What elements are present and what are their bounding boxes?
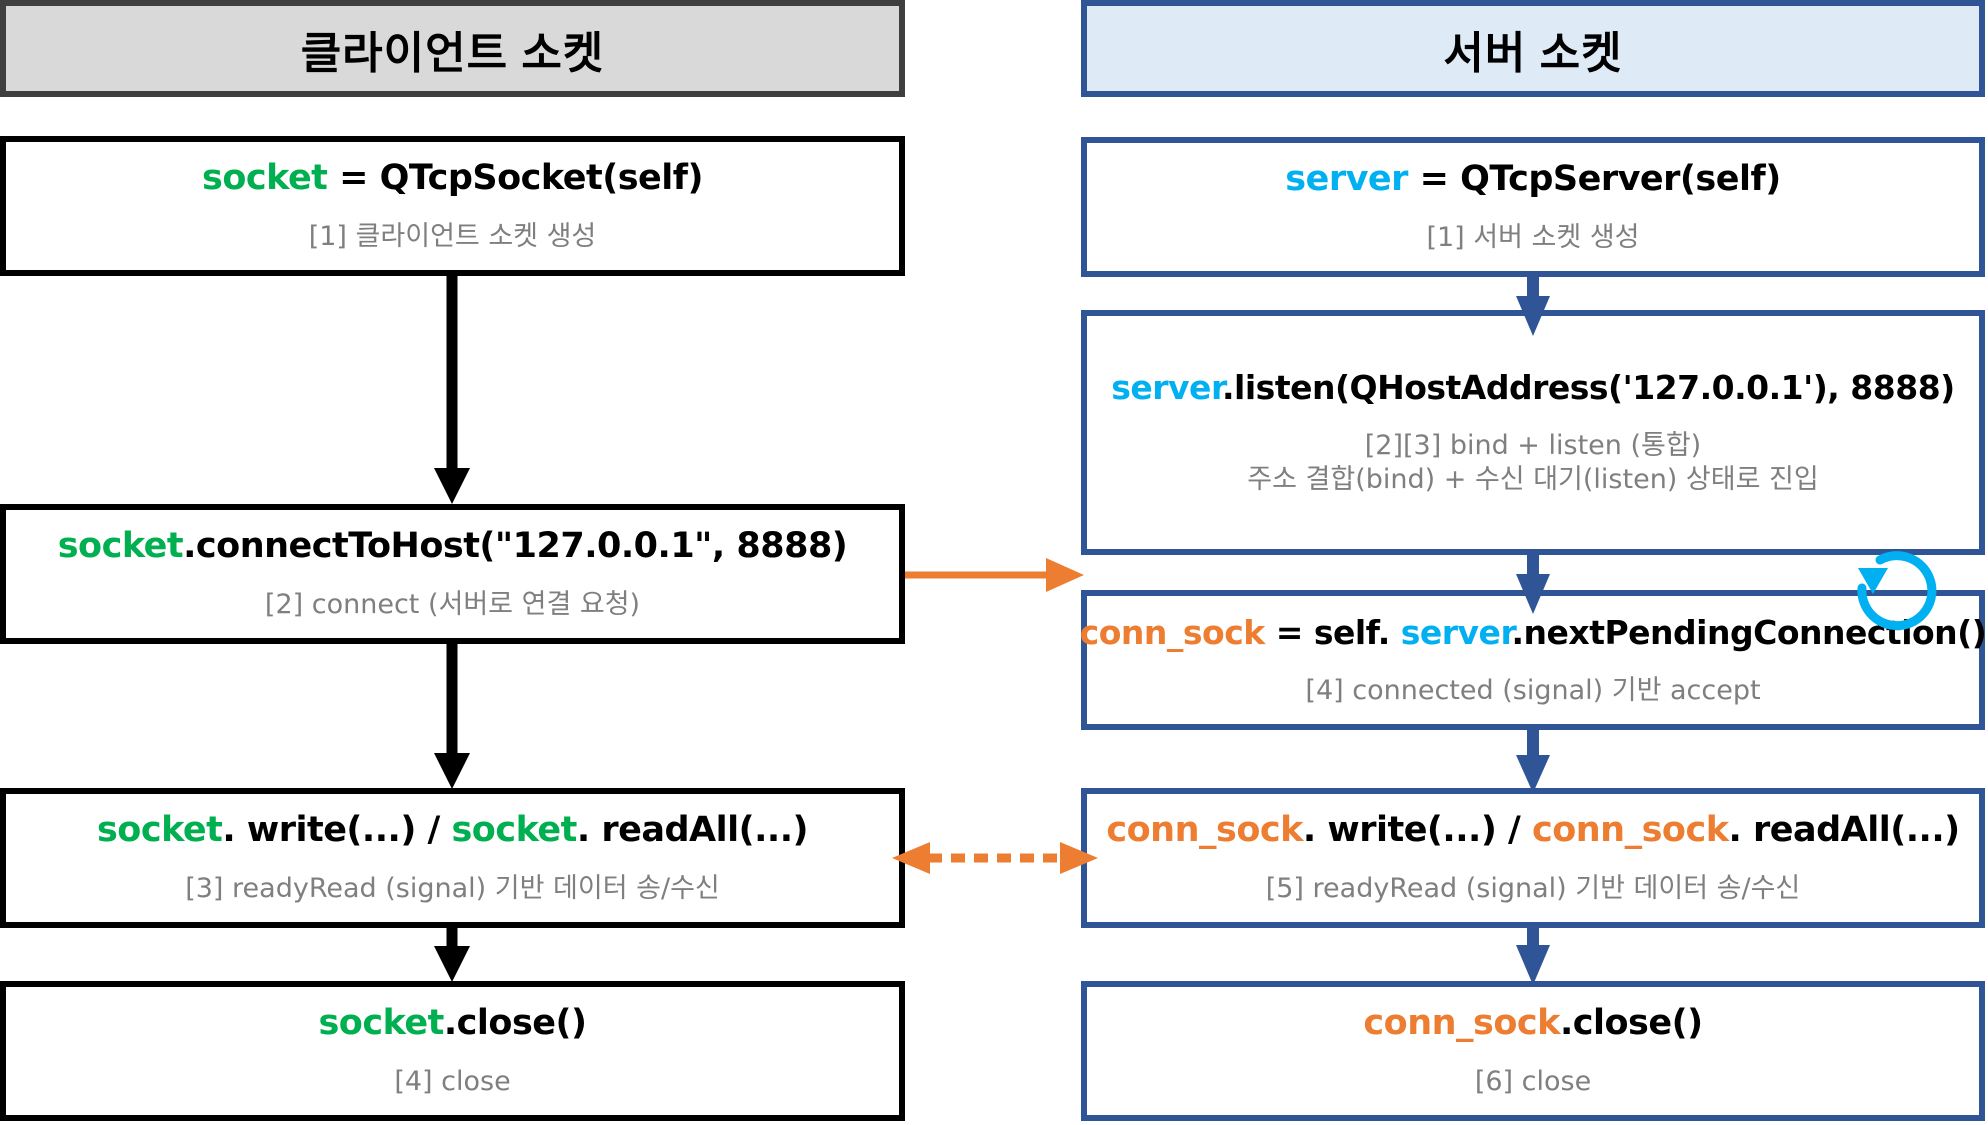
server-step-3-description: [4] connected (signal) 기반 accept xyxy=(1305,674,1761,706)
server-column-title: 서버 소켓 xyxy=(1443,28,1623,78)
server-step-3-variable-b: server xyxy=(1400,612,1512,652)
client-step-2-statement: .connectToHost("127.0.0.1", 8888) xyxy=(183,526,848,566)
client-step-4-variable: socket xyxy=(318,1003,444,1043)
client-step-1-code: socket = QTcpSocket(self) xyxy=(201,158,704,198)
server-step-4-box: conn_sock. write(...) / conn_sock. readA… xyxy=(1081,788,1985,928)
client-step-1-statement: = QTcpSocket(self) xyxy=(327,158,703,198)
server-step-2-statement: .listen(QHostAddress('127.0.0.1'), 8888) xyxy=(1222,368,1955,407)
server-step-4-variable-a: conn_sock xyxy=(1106,810,1303,850)
client-step-1-variable: socket xyxy=(201,158,328,198)
client-step-3-code: socket. write(...) / socket. readAll(...… xyxy=(96,810,809,850)
server-step-5-code: conn_sock.close() xyxy=(1363,1003,1703,1043)
client-step-2-code: socket.connectToHost("127.0.0.1", 8888) xyxy=(58,526,848,566)
client-step-1-description: [1] 클라이언트 소켓 생성 xyxy=(308,221,597,252)
server-arrow-3-4 xyxy=(1516,730,1550,793)
server-step-5-description: [6] close xyxy=(1474,1066,1592,1097)
server-step-2-description-line-1: [2][3] bind + listen (통합) xyxy=(1364,430,1702,461)
server-step-3-variable-a: conn_sock xyxy=(1079,612,1266,652)
server-step-2-description: [2][3] bind + listen (통합) 주소 결합(bind) + … xyxy=(1247,429,1818,497)
server-step-1-description: [1] 서버 소켓 생성 xyxy=(1426,222,1640,253)
client-step-2-variable: socket xyxy=(57,526,184,566)
client-step-3-statement-b: . readAll(...) xyxy=(576,810,809,850)
server-arrow-1-2 xyxy=(1516,277,1550,336)
server-step-5-statement: .close() xyxy=(1559,1003,1703,1043)
server-step-4-statement-a: . write(...) / xyxy=(1302,810,1532,850)
data-exchange-arrow xyxy=(892,842,1098,874)
client-step-3-description: [3] readyRead (signal) 기반 데이터 송/수신 xyxy=(185,873,720,904)
client-step-4-code: socket.close() xyxy=(318,1003,587,1043)
server-step-3-statement-a: = self. xyxy=(1264,612,1401,652)
server-step-4-description: [5] readyRead (signal) 기반 데이터 송/수신 xyxy=(1265,873,1801,904)
client-arrow-1-2 xyxy=(434,276,470,504)
server-step-2-variable: server xyxy=(1111,368,1223,407)
client-step-4-statement: .close() xyxy=(443,1003,587,1043)
client-column-header: 클라이언트 소켓 xyxy=(0,0,905,97)
connect-request-arrow xyxy=(905,558,1084,592)
client-step-4-box: socket.close() [4] close xyxy=(0,981,905,1121)
server-step-3-code: conn_sock = self. server.nextPendingConn… xyxy=(1080,613,1987,652)
server-step-1-variable: server xyxy=(1285,159,1408,199)
client-step-3-variable-b: socket xyxy=(451,810,577,850)
client-arrow-2-3 xyxy=(434,644,470,789)
client-step-3-variable-a: socket xyxy=(96,810,223,850)
server-step-1-statement: = QTcpServer(self) xyxy=(1407,159,1782,199)
client-arrow-3-4 xyxy=(434,928,470,982)
client-step-4-description: [4] close xyxy=(394,1066,511,1097)
client-step-2-description: [2] connect (서버로 연결 요청) xyxy=(264,589,641,620)
server-step-2-code: server.listen(QHostAddress('127.0.0.1'),… xyxy=(1111,368,1955,407)
server-step-5-variable: conn_sock xyxy=(1363,1003,1560,1043)
server-step-1-box: server = QTcpServer(self) [1] 서버 소켓 생성 xyxy=(1081,137,1985,277)
accept-loop-arrow xyxy=(1857,551,1937,631)
server-arrow-4-5 xyxy=(1516,928,1550,985)
server-arrow-2-3 xyxy=(1516,555,1550,614)
server-step-3-box: conn_sock = self. server.nextPendingConn… xyxy=(1080,590,1987,730)
client-step-3-statement-a: . write(...) / xyxy=(222,810,452,850)
server-step-4-variable-b: conn_sock xyxy=(1531,810,1729,850)
server-step-5-box: conn_sock.close() [6] close xyxy=(1081,981,1985,1121)
server-step-4-code: conn_sock. write(...) / conn_sock. readA… xyxy=(1106,810,1961,850)
server-step-4-statement-b: . readAll(...) xyxy=(1728,810,1961,850)
server-step-1-code: server = QTcpServer(self) xyxy=(1285,159,1782,199)
server-step-2-description-line-2: 주소 결합(bind) + 수신 대기(listen) 상태로 진입 xyxy=(1247,464,1819,495)
client-step-1-box: socket = QTcpSocket(self) [1] 클라이언트 소켓 생… xyxy=(0,136,905,276)
server-step-3-statement-b: .nextPendingConnection() xyxy=(1511,612,1987,652)
client-column-title: 클라이언트 소켓 xyxy=(300,28,605,78)
server-column-header: 서버 소켓 xyxy=(1081,0,1985,97)
client-step-2-box: socket.connectToHost("127.0.0.1", 8888) … xyxy=(0,504,905,644)
